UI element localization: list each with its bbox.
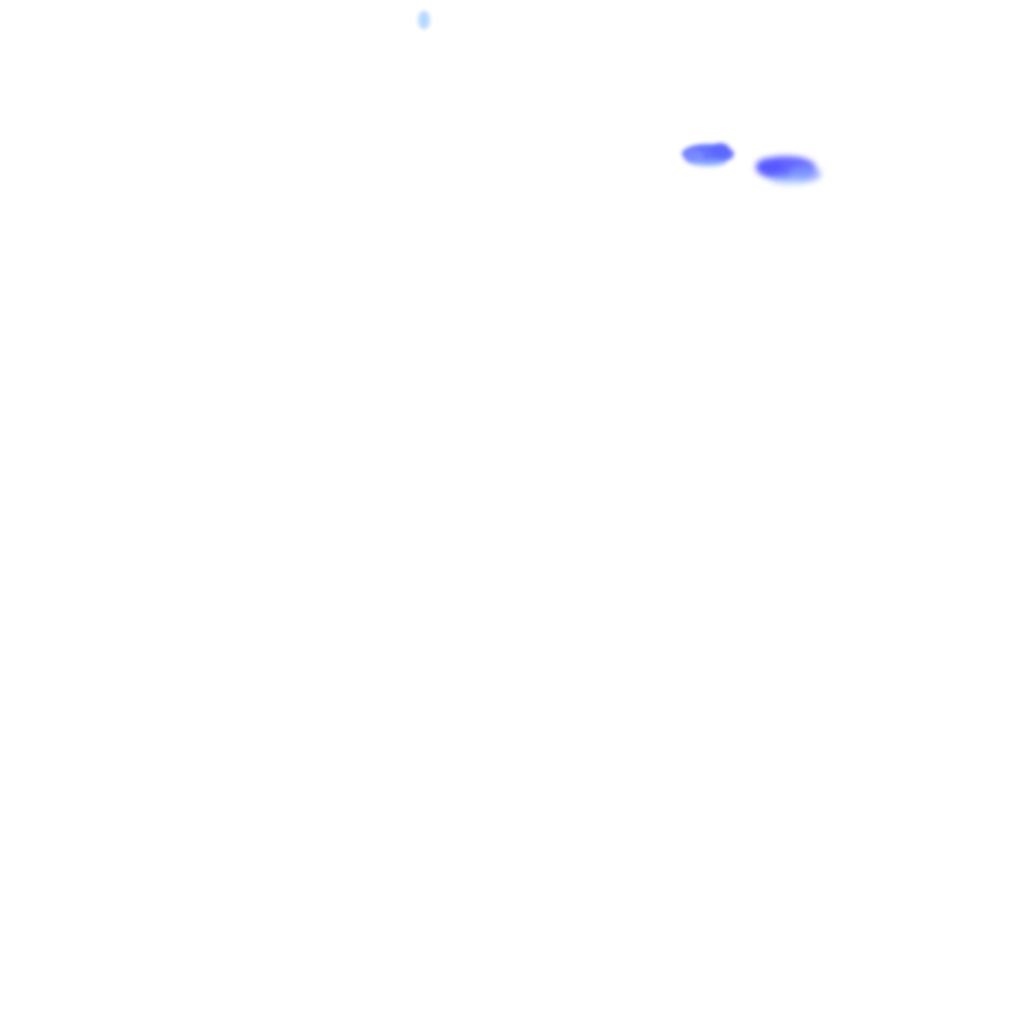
blue-smudge-left [682,143,734,167]
light-blue-speck [418,11,430,29]
blue-smudge-right [756,156,821,185]
